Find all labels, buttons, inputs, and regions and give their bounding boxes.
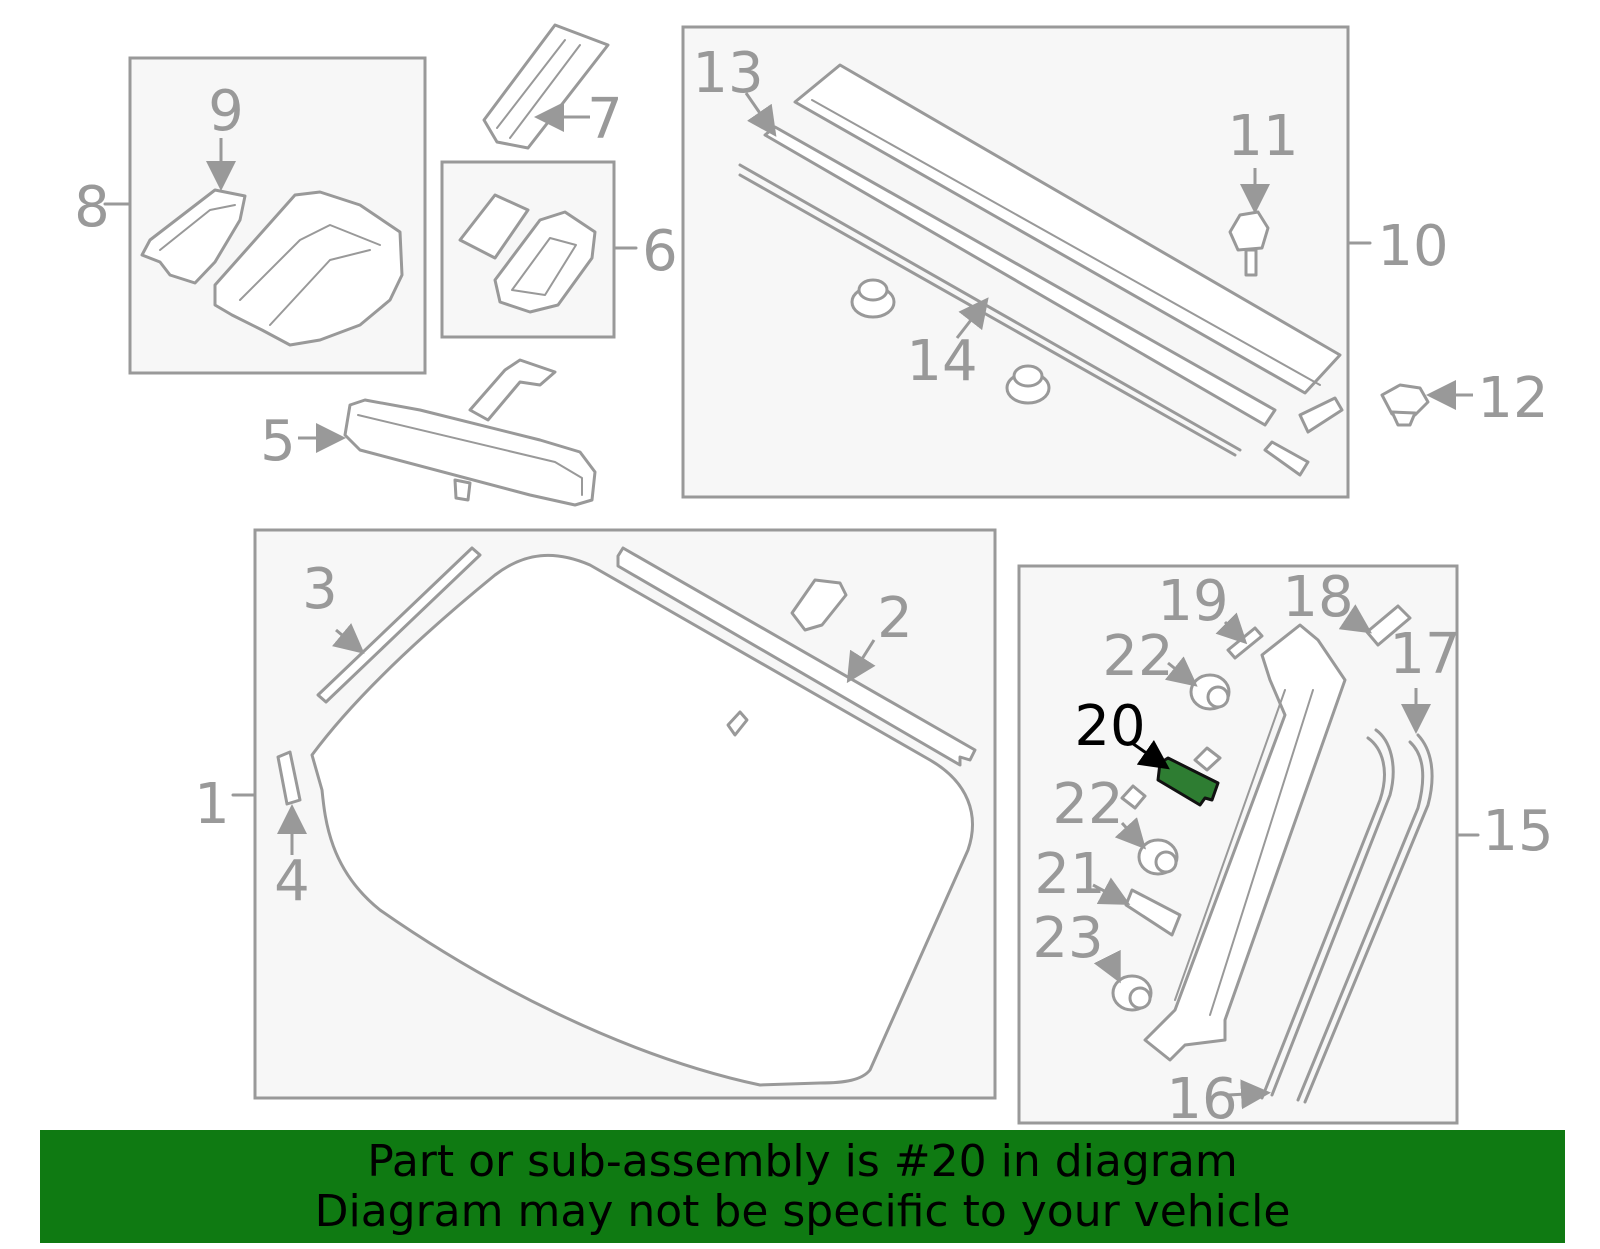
group-box-6 [440, 160, 638, 339]
callout-7[interactable]: 7 [587, 87, 623, 152]
part-22-grommet-b[interactable] [1137, 838, 1179, 876]
callout-14[interactable]: 14 [906, 329, 977, 394]
callout-3[interactable]: 3 [302, 557, 338, 622]
callout-5[interactable]: 5 [260, 409, 296, 474]
part-17-seal[interactable] [1303, 733, 1434, 1104]
callout-20[interactable]: 20 [1074, 694, 1145, 759]
part-2-molding[interactable] [616, 546, 977, 767]
banner-disclaimer: Diagram may not be specific to your vehi… [314, 1185, 1291, 1237]
part-5-mirror-stem[interactable] [468, 358, 557, 422]
part-10-cowl-panel[interactable] [793, 63, 1342, 395]
callout-4[interactable]: 4 [274, 849, 310, 914]
part-10-clip-lower[interactable] [1263, 440, 1310, 477]
part-9-bracket[interactable] [140, 188, 247, 285]
part-8-sensor-housing[interactable] [213, 190, 404, 347]
callout-17[interactable]: 17 [1389, 622, 1460, 687]
callout-1[interactable]: 1 [194, 772, 230, 837]
part-12-nut[interactable] [1380, 383, 1430, 427]
info-banner: Part or sub-assembly is #20 in diagram D… [40, 1130, 1565, 1243]
part-23-grommet[interactable] [1111, 974, 1153, 1012]
group-box-10 [681, 25, 1372, 499]
callout-9[interactable]: 9 [208, 79, 244, 144]
part-2-clip[interactable] [790, 578, 848, 632]
part-3-side-molding[interactable] [316, 546, 482, 704]
callout-16[interactable]: 16 [1166, 1067, 1237, 1132]
part-4-clip[interactable] [276, 750, 302, 806]
callout-11[interactable]: 11 [1227, 104, 1298, 169]
callout-8[interactable]: 8 [74, 175, 110, 240]
callout-21[interactable]: 21 [1034, 842, 1105, 907]
callout-23[interactable]: 23 [1032, 906, 1103, 971]
callout-labels: 1 2 3 4 5 6 7 8 9 10 11 12 13 14 15 16 1… [74, 41, 1553, 1132]
part-14-grommet-a[interactable] [850, 278, 896, 319]
part-18-clip[interactable] [1365, 604, 1412, 647]
part-22-grommet-a[interactable] [1189, 673, 1231, 711]
callout-18[interactable]: 18 [1282, 565, 1353, 630]
part-14-grommet-b[interactable] [1005, 364, 1051, 405]
group-part-5 [298, 358, 597, 507]
banner-part-notice: Part or sub-assembly is #20 in diagram [367, 1135, 1238, 1187]
part-20-highlighted[interactable] [1156, 756, 1220, 807]
callout-12[interactable]: 12 [1477, 366, 1548, 431]
part-6-pad-large[interactable] [493, 210, 597, 314]
callout-22-upper[interactable]: 22 [1102, 624, 1173, 689]
part-7-trim[interactable] [482, 23, 610, 150]
part-15-pillar-garnish[interactable] [1143, 623, 1347, 1062]
callout-2[interactable]: 2 [877, 586, 913, 651]
part-1-windshield[interactable] [310, 553, 974, 1087]
callout-15[interactable]: 15 [1482, 799, 1553, 864]
part-22-small-pad[interactable] [1120, 784, 1147, 810]
group-box-15 [1017, 564, 1480, 1125]
group-box-1 [231, 528, 997, 1100]
group-box-8 [103, 56, 427, 375]
callout-13[interactable]: 13 [692, 41, 763, 106]
part-16-weatherstrip[interactable] [1270, 728, 1395, 1097]
part-20-small-pad[interactable] [1193, 746, 1222, 772]
group-part-7 [482, 23, 610, 150]
part-6-pad-small[interactable] [458, 193, 530, 260]
group-part-12 [1380, 380, 1473, 427]
part-10-clip-upper[interactable] [1298, 396, 1344, 434]
callout-10[interactable]: 10 [1377, 214, 1448, 279]
callout-22-lower[interactable]: 22 [1052, 772, 1123, 837]
callout-6[interactable]: 6 [642, 219, 678, 284]
callout-19[interactable]: 19 [1157, 569, 1228, 634]
